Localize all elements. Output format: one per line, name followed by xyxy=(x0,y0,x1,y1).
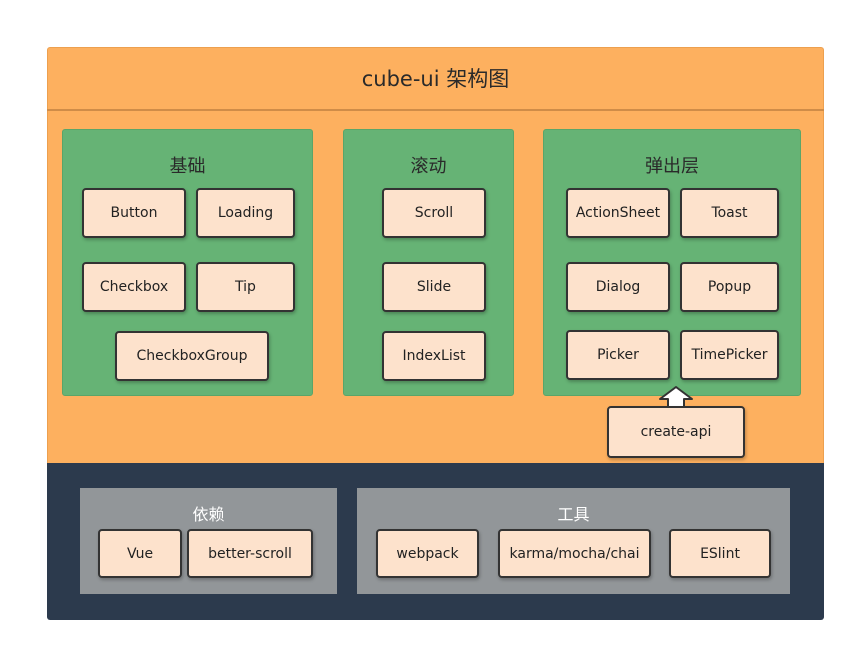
node-actionsheet: ActionSheet xyxy=(566,188,670,238)
node-slide: Slide xyxy=(382,262,486,312)
node-dialog: Dialog xyxy=(566,262,670,312)
group-tools-title: 工具 xyxy=(557,505,590,524)
group-deps-title: 依赖 xyxy=(192,505,225,524)
node-timepicker: TimePicker xyxy=(680,330,779,380)
node-toast: Toast xyxy=(680,188,779,238)
diagram-title: cube-ui 架构图 xyxy=(47,47,824,111)
node-eslint: ESlint xyxy=(669,529,771,578)
node-webpack: webpack xyxy=(376,529,479,578)
node-checkboxgroup: CheckboxGroup xyxy=(115,331,269,381)
node-button: Button xyxy=(82,188,186,238)
node-indexlist: IndexList xyxy=(382,331,486,381)
group-basic-title: 基础 xyxy=(169,156,206,177)
node-loading: Loading xyxy=(196,188,295,238)
node-picker: Picker xyxy=(566,330,670,380)
node-karma-mocha-chai: karma/mocha/chai xyxy=(498,529,651,578)
node-create-api: create-api xyxy=(607,406,745,458)
node-better-scroll: better-scroll xyxy=(187,529,313,578)
node-popup: Popup xyxy=(680,262,779,312)
node-checkbox: Checkbox xyxy=(82,262,186,312)
node-scroll: Scroll xyxy=(382,188,486,238)
group-scroll-title: 滚动 xyxy=(410,156,447,177)
node-vue: Vue xyxy=(98,529,182,578)
node-tip: Tip xyxy=(196,262,295,312)
group-popup-title: 弹出层 xyxy=(645,156,699,177)
